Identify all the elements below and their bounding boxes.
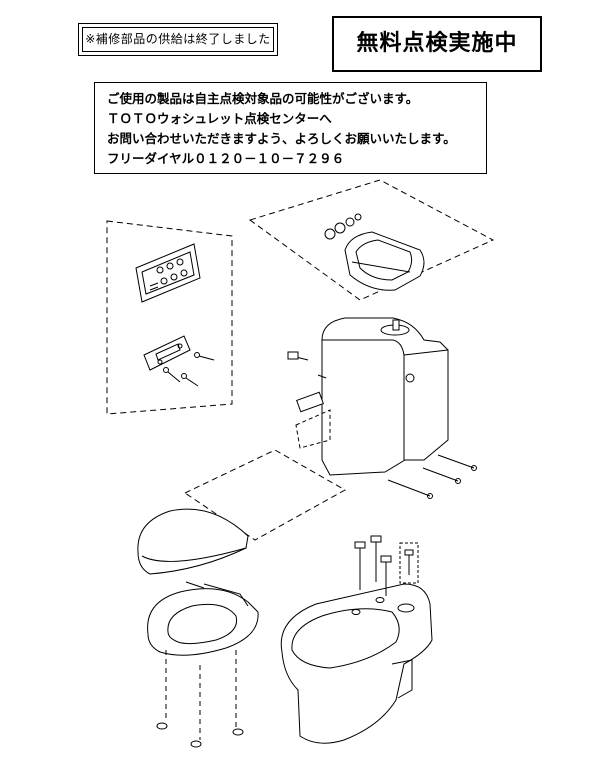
info-line-2: ＴＯＴＯウォシュレット点検センターへ <box>107 111 332 126</box>
remote-holder-bracket <box>144 336 190 370</box>
remote-control-panel <box>136 244 200 302</box>
remote-group-outline <box>107 221 232 414</box>
discontinued-notice-text: ※補修部品の供給は終了しました <box>82 27 274 52</box>
discontinued-notice-box: ※補修部品の供給は終了しました <box>78 23 278 56</box>
seat-mount-bolts <box>157 650 243 747</box>
faucet-parts <box>325 214 361 239</box>
tank-body <box>322 318 448 475</box>
inspection-info-box: ご使用の製品は自主点検対象品の可能性がございます。 ＴＯＴＯウォシュレット点検セ… <box>94 82 487 174</box>
toilet-seat <box>148 582 259 655</box>
remote-control-group <box>107 221 232 414</box>
tank-screws <box>288 352 477 499</box>
bowl-bolts <box>355 536 418 596</box>
hand-wash-bowl-lid <box>345 232 424 290</box>
seat-lid <box>138 509 248 574</box>
toilet-bowl <box>281 584 432 743</box>
tank-lid-outline <box>250 180 493 300</box>
info-line-1: ご使用の製品は自主点検対象品の可能性がございます。 <box>107 91 419 106</box>
info-line-3: お問い合わせいただきますよう、よろしくお願いいたします。 <box>107 131 456 146</box>
remote-bracket-screws <box>164 353 215 387</box>
free-inspection-banner: 無料点検実施中 <box>332 16 542 72</box>
tank-lid-group <box>250 180 493 300</box>
info-line-4: フリーダイヤル０１２０－１０－７２９６ <box>107 151 345 166</box>
